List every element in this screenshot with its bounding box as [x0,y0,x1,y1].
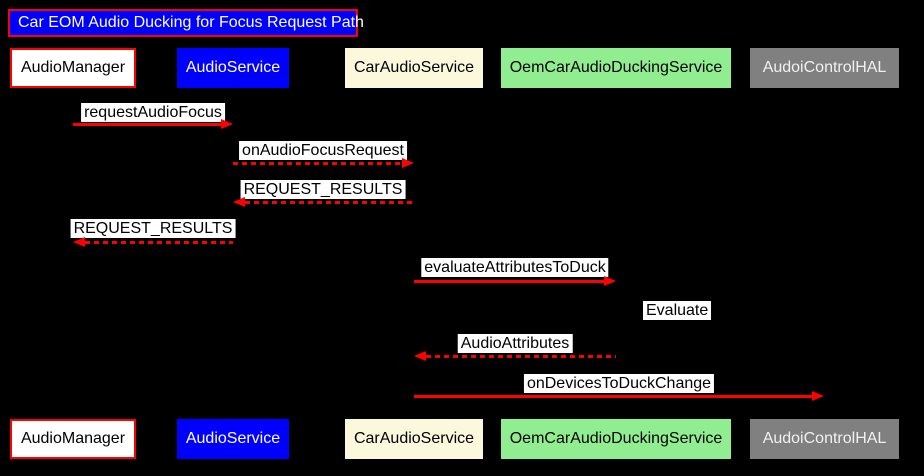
message-line [414,280,604,283]
arrowhead-right-icon [604,276,616,286]
message-line [426,355,616,358]
message-label: onAudioFocusRequest [239,141,407,160]
message-line [414,395,812,398]
message-label: REQUEST_RESULTS [240,180,406,199]
arrowhead-right-icon [402,158,414,168]
arrowhead-right-icon [221,119,233,129]
participant-audioservice-top: AudioService [177,48,289,88]
message-label: onDevicesToDuckChange [523,374,715,393]
message-label: AudioAttributes [457,334,573,353]
diagram-title: Car EOM Audio Ducking for Focus Request … [8,9,364,37]
message-line [233,162,402,165]
participant-caraudioservice-bottom: CarAudioService [345,419,483,459]
participant-caraudioservice-top: CarAudioService [345,48,483,88]
message-label: Evaluate [643,301,712,320]
arrowhead-left-icon [73,237,85,247]
participant-oemcaraudioduckingservice-top: OemCarAudioDuckingService [501,48,731,88]
participant-audiomanager-top: AudioManager [10,48,136,88]
participant-audiomanager-bottom: AudioManager [10,419,136,459]
message-label: requestAudioFocus [81,103,225,122]
arrowhead-left-icon [233,197,245,207]
participant-audoicontrolhal-top: AudoiControlHAL [750,48,899,88]
arrowhead-right-icon [812,391,824,401]
participant-audoicontrolhal-bottom: AudoiControlHAL [750,419,899,459]
participant-audioservice-bottom: AudioService [177,419,289,459]
message-line [245,201,414,204]
message-label: evaluateAttributesToDuck [421,258,609,277]
message-label: REQUEST_RESULTS [70,219,236,238]
participant-oemcaraudioduckingservice-bottom: OemCarAudioDuckingService [501,419,731,459]
message-line [73,123,221,126]
arrowhead-left-icon [414,351,426,361]
message-line [85,241,233,244]
